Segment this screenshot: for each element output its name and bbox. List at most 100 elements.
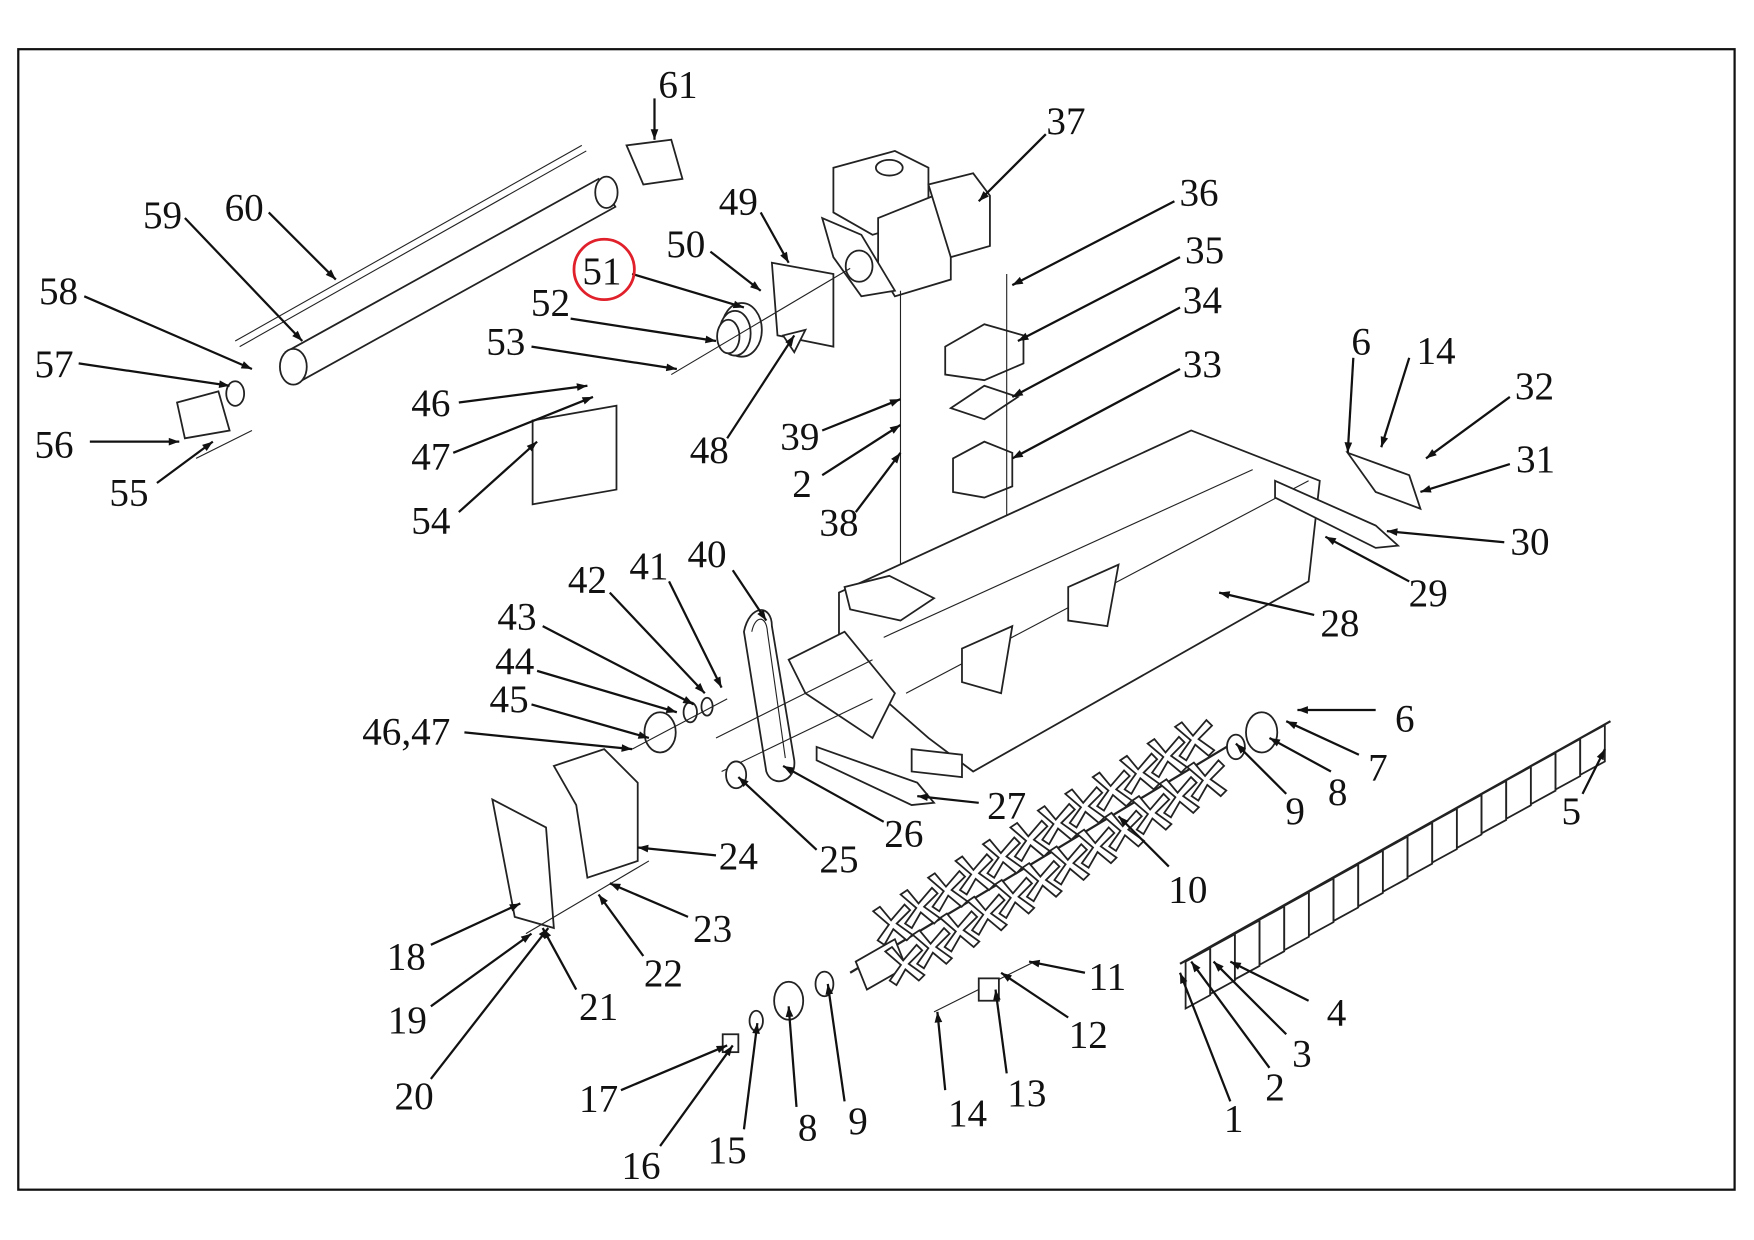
flap-curtain — [1179, 720, 1612, 1011]
leader-line — [597, 893, 645, 957]
leader-line — [531, 345, 678, 371]
part-label: 16 — [622, 1145, 661, 1188]
flail-blade — [1048, 842, 1091, 886]
part-label: 46,47 — [362, 711, 450, 754]
flail-blade — [1118, 752, 1161, 796]
leader-line — [184, 217, 304, 342]
arrowhead-icon — [1344, 442, 1353, 453]
leader-line — [430, 902, 521, 946]
arrowhead-icon — [1269, 737, 1281, 747]
leader-line — [1268, 736, 1332, 773]
part-label: 51 — [582, 250, 621, 293]
leader-line — [742, 1022, 759, 1130]
leader-line — [541, 927, 578, 991]
curtain-flap — [1283, 890, 1310, 952]
highlight-circle — [572, 237, 636, 302]
part-label: 11 — [1088, 956, 1126, 999]
part-label: 46 — [411, 382, 450, 425]
part-label: 38 — [819, 502, 858, 545]
leader-line — [1178, 972, 1232, 1102]
arrowhead-icon — [1386, 528, 1398, 536]
arrowhead-icon — [780, 251, 789, 263]
arrowhead-icon — [526, 441, 538, 452]
arrowhead-icon — [732, 300, 744, 309]
part-label: 14 — [1416, 329, 1455, 372]
leader-line — [1017, 256, 1181, 343]
part-label: 1 — [1224, 1098, 1244, 1141]
arrowhead-icon — [1017, 332, 1029, 342]
roller-assembly — [175, 138, 684, 459]
part-label: 15 — [708, 1129, 747, 1172]
part-label: 3 — [1292, 1033, 1312, 1076]
leader-line — [1420, 462, 1511, 494]
drive-belt — [715, 609, 873, 783]
arrowhead-icon — [1420, 485, 1432, 493]
curtain-flap — [1579, 723, 1606, 777]
arrowhead-icon — [520, 933, 532, 943]
part-label: 21 — [579, 986, 618, 1029]
part-label: 10 — [1168, 868, 1207, 911]
curtain-flap — [1530, 751, 1557, 806]
flail-blade — [981, 836, 1024, 880]
arrowhead-icon — [1029, 959, 1041, 968]
arrowhead-icon — [292, 330, 303, 342]
flail-blade — [954, 852, 997, 896]
part-label: 24 — [719, 835, 758, 878]
leader-line — [659, 1044, 734, 1147]
part-label: 6 — [1351, 320, 1371, 363]
part-label: 27 — [987, 784, 1026, 827]
leader-line — [1285, 720, 1360, 756]
curtain-flap — [1480, 779, 1508, 835]
arrowhead-icon — [1380, 436, 1389, 448]
part-label: 8 — [1328, 771, 1348, 814]
leader-line — [1380, 357, 1411, 448]
flail-blade — [993, 876, 1036, 920]
leader-line — [156, 440, 214, 484]
arrowhead-icon — [598, 894, 608, 906]
arrowhead-icon — [1219, 591, 1231, 599]
leader-line — [668, 580, 723, 689]
leader-line — [854, 452, 902, 513]
flail-blade — [1158, 775, 1201, 819]
arrowhead-icon — [665, 705, 677, 713]
part-label: 50 — [666, 223, 705, 266]
curtain-flap — [1209, 932, 1236, 996]
flail-blade — [1008, 819, 1051, 863]
leader-line — [531, 703, 650, 740]
arrowhead-icon — [1230, 961, 1242, 970]
part-label: 61 — [658, 63, 697, 106]
arrowhead-icon — [202, 441, 213, 451]
arrowhead-icon — [825, 983, 834, 995]
arrowhead-icon — [1596, 749, 1605, 761]
arrowhead-icon — [783, 765, 795, 775]
flail-blade — [911, 926, 954, 970]
leader-line — [1218, 591, 1315, 617]
flail-blade — [871, 903, 914, 947]
arrowhead-icon — [993, 989, 1001, 1001]
arrowhead-icon — [705, 335, 716, 344]
arrowhead-icon — [738, 777, 749, 788]
leader-line — [977, 133, 1047, 203]
flail-blade — [883, 943, 926, 987]
leader-line — [1425, 396, 1511, 460]
part-label: 35 — [1185, 229, 1224, 272]
arrowhead-icon — [1191, 961, 1201, 973]
part-label: 30 — [1510, 521, 1549, 564]
part-label: 4 — [1327, 991, 1347, 1034]
arrowhead-icon — [889, 399, 901, 407]
part-label: 56 — [34, 423, 73, 466]
arrowhead-icon — [1118, 816, 1129, 827]
part-label: 8 — [798, 1106, 818, 1149]
arrowhead-icon — [1001, 972, 1012, 982]
arrowhead-icon — [1180, 972, 1188, 984]
part-label: 59 — [143, 194, 182, 237]
arrowhead-icon — [621, 744, 633, 752]
flail-blade — [966, 893, 1009, 937]
part-label: 12 — [1069, 1014, 1108, 1057]
leader-line — [637, 846, 717, 857]
arrowhead-icon — [1325, 536, 1337, 546]
arrowhead-icon — [723, 1045, 733, 1057]
